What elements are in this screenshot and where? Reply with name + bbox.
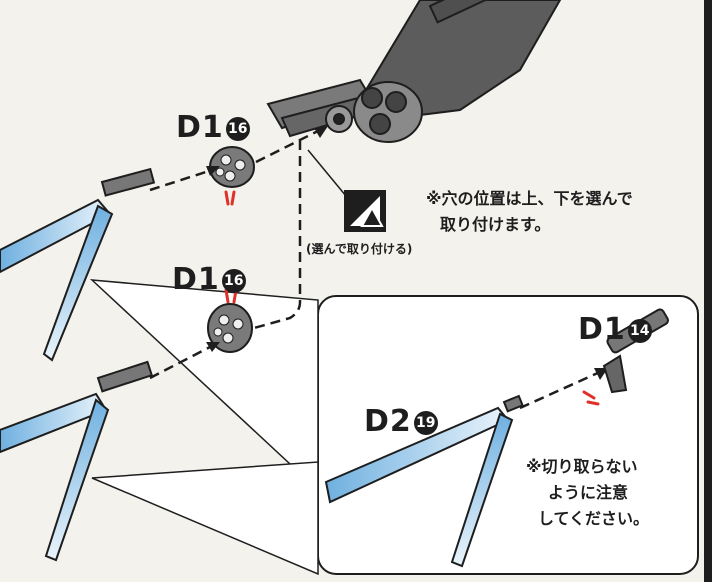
hole-note-line2: 取り付けます。 — [440, 215, 551, 234]
arrowheads — [206, 126, 608, 380]
part-label-text: D2 — [364, 404, 412, 439]
beam-blade-upper — [0, 167, 156, 362]
part-number-badge: 19 — [413, 411, 438, 435]
choose-caption: (選んで取り付ける) — [306, 242, 413, 256]
inset-arm — [324, 394, 524, 568]
part-label-text: D1 — [176, 110, 224, 145]
part-number-badge: 14 — [627, 319, 652, 343]
part-label-text: D1 — [172, 262, 220, 297]
cut-note-line3: してください。 — [538, 509, 650, 528]
callout-beam-lower — [91, 461, 319, 576]
hole-position-note: ※穴の位置は上、下を選んで 取り付けます。 — [426, 186, 633, 238]
part-number-badge: 16 — [225, 117, 250, 141]
page-edge-border — [704, 0, 712, 582]
beam-blade-lower — [0, 360, 154, 562]
part-label-text: D1 — [578, 312, 626, 347]
cut-note-line2: ように注意 — [548, 483, 629, 502]
assembly-dashes — [149, 128, 601, 410]
part-disc-top — [209, 146, 255, 188]
callout-beam-upper — [89, 279, 319, 492]
rifle-body — [266, 0, 575, 143]
icon-leader — [307, 149, 347, 197]
select-either-icon — [344, 190, 386, 232]
part-disc-middle — [207, 303, 253, 353]
hole-note-line1: ※穴の位置は上、下を選んで — [426, 189, 633, 208]
cut-warning-note: ※切り取らない ように注意 してください。 — [526, 454, 649, 532]
part-number-badge: 16 — [221, 269, 246, 293]
cut-note-line1: ※切り取らない — [526, 457, 638, 476]
